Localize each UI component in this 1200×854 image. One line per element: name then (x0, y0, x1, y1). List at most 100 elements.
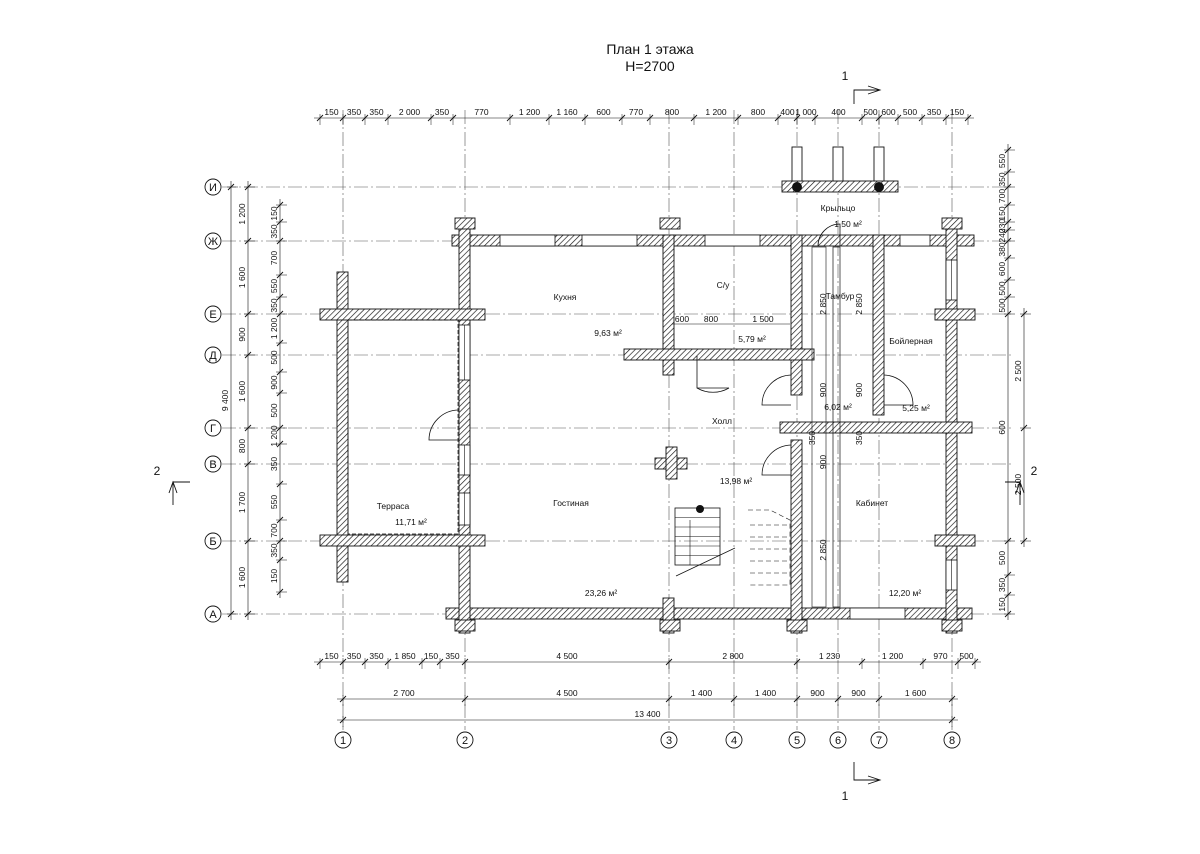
room-name-study: Кабинет (856, 498, 888, 508)
dim-left-outer-label: 1 600 (237, 567, 247, 589)
dim-left-inner-label: 350 (269, 224, 279, 238)
dim-top-label: 350 (435, 107, 449, 117)
axis-label-B: Б (209, 536, 216, 548)
dim-left-inner-label: 150 (269, 206, 279, 220)
dim-top-label: 1 200 (705, 107, 727, 117)
dim-left-inner-label: 350 (269, 457, 279, 471)
dim-right-outer-label: 2 500 (1013, 360, 1023, 382)
log-wall (779, 421, 973, 434)
interior-column (832, 246, 841, 608)
log-wall (934, 534, 976, 547)
room-area-living: 23,26 м² (585, 588, 617, 598)
dim-left-inner-label: 150 (269, 569, 279, 583)
axis-bubbles-vertical: 1 2 3 4 5 6 7 8 (334, 731, 961, 749)
dim-left-inner-label: 550 (269, 495, 279, 509)
dim-top-label: 350 (369, 107, 383, 117)
dim-top-label: 400 (780, 107, 794, 117)
window (499, 234, 556, 247)
dim-left-inner-label: 1 200 (269, 318, 279, 340)
log-wall (790, 439, 803, 634)
log-wall (665, 446, 678, 480)
room-area-porch: 1,50 м² (834, 219, 862, 229)
log-wall (454, 217, 476, 230)
dim-bottom-1-label: 1 850 (394, 651, 416, 661)
porch-post (832, 146, 844, 182)
dim-bottom-2-label: 4 500 (556, 688, 578, 698)
dim-right-inner-label: 350 (997, 172, 1007, 186)
dim-top-label: 770 (474, 107, 488, 117)
axis-label-7: 7 (876, 735, 882, 747)
log-wall (659, 619, 681, 632)
axis-bubbles-horizontal: И Ж Е Д Г В Б А (204, 178, 222, 623)
dim-interior-label: 600 (675, 314, 689, 324)
room-area-boiler: 5,25 м² (902, 403, 930, 413)
dim-right-inner-label: 500 (997, 281, 1007, 295)
porch-post (873, 146, 885, 182)
plan-details (347, 146, 958, 620)
log-wall (319, 308, 486, 321)
dim-left-inner-label: 900 (269, 375, 279, 389)
dim-bottom-1-label: 500 (959, 651, 973, 661)
dim-top-label: 800 (751, 107, 765, 117)
dim-interior-label: 2 850 (818, 293, 828, 315)
room-area-vestibule: 6,02 м² (824, 402, 852, 412)
door-swing (817, 223, 841, 247)
axis-label-1: 1 (340, 735, 346, 747)
dim-top-label: 1 200 (519, 107, 541, 117)
dim-left-inner-label: 700 (269, 251, 279, 265)
dim-right-inner-label: 550 (997, 154, 1007, 168)
door-swing (428, 409, 460, 441)
dim-left-outer-label: 1 600 (237, 267, 247, 289)
log-wall (319, 534, 486, 547)
dim-bottom-2-label: 900 (810, 688, 824, 698)
dim-right-outer-label: 2 500 (1013, 474, 1023, 496)
dim-bottom-1-label: 2 800 (722, 651, 744, 661)
dim-bottom-1-label: 150 (424, 651, 438, 661)
dim-left-inner-label: 1 200 (269, 425, 279, 447)
dim-interior-label: 1 500 (752, 314, 774, 324)
log-wall (662, 597, 675, 634)
dim-bottom-1-label: 1 200 (882, 651, 904, 661)
axis-label-6: 6 (835, 735, 841, 747)
section-marks: 1 1 2 2 (154, 69, 1038, 803)
dim-left-inner-label: 350 (269, 543, 279, 557)
dim-bottom-2-label: 900 (851, 688, 865, 698)
dim-left-inner-label: 700 (269, 523, 279, 537)
room-name-porch: Крыльцо (821, 203, 856, 213)
dim-top-label: 350 (347, 107, 361, 117)
dim-right-inner-label: 600 (997, 262, 1007, 276)
axis-label-I: И (209, 182, 217, 194)
door-swing (883, 374, 914, 406)
dim-right-inner-label: 230 (997, 219, 1007, 233)
interior-partition (811, 246, 827, 608)
room-area-hall: 13,98 м² (720, 476, 752, 486)
dim-bottom-1-label: 4 500 (556, 651, 578, 661)
dim-left-outer-label: 1 700 (237, 492, 247, 514)
section-1-top: 1 (842, 69, 849, 83)
axis-label-D: Д (209, 350, 217, 362)
log-walls (319, 180, 976, 634)
dim-right-inner-label: 500 (997, 298, 1007, 312)
log-wall (872, 234, 885, 416)
room-area-kitchen: 9,63 м² (594, 328, 622, 338)
dim-bottom-total-label: 13 400 (635, 709, 661, 719)
axis-label-8: 8 (949, 735, 955, 747)
room-name-wc: С/у (717, 280, 731, 290)
log-wall (786, 619, 808, 632)
dim-bottom-2-label: 1 600 (905, 688, 927, 698)
window (581, 234, 638, 247)
dim-right-inner-label: 150 (997, 206, 1007, 220)
dim-left-inner-label: 500 (269, 403, 279, 417)
door-swing (696, 356, 730, 393)
log-wall (662, 234, 675, 376)
dim-top-label: 500 (903, 107, 917, 117)
log-wall (941, 619, 963, 632)
log-wall (790, 234, 803, 396)
dim-top-label: 1 160 (556, 107, 578, 117)
dim-left-outer-label: 800 (237, 439, 247, 453)
dim-right-inner-label: 700 (997, 189, 1007, 203)
axis-label-E: Е (209, 309, 216, 321)
axis-label-3: 3 (666, 735, 672, 747)
